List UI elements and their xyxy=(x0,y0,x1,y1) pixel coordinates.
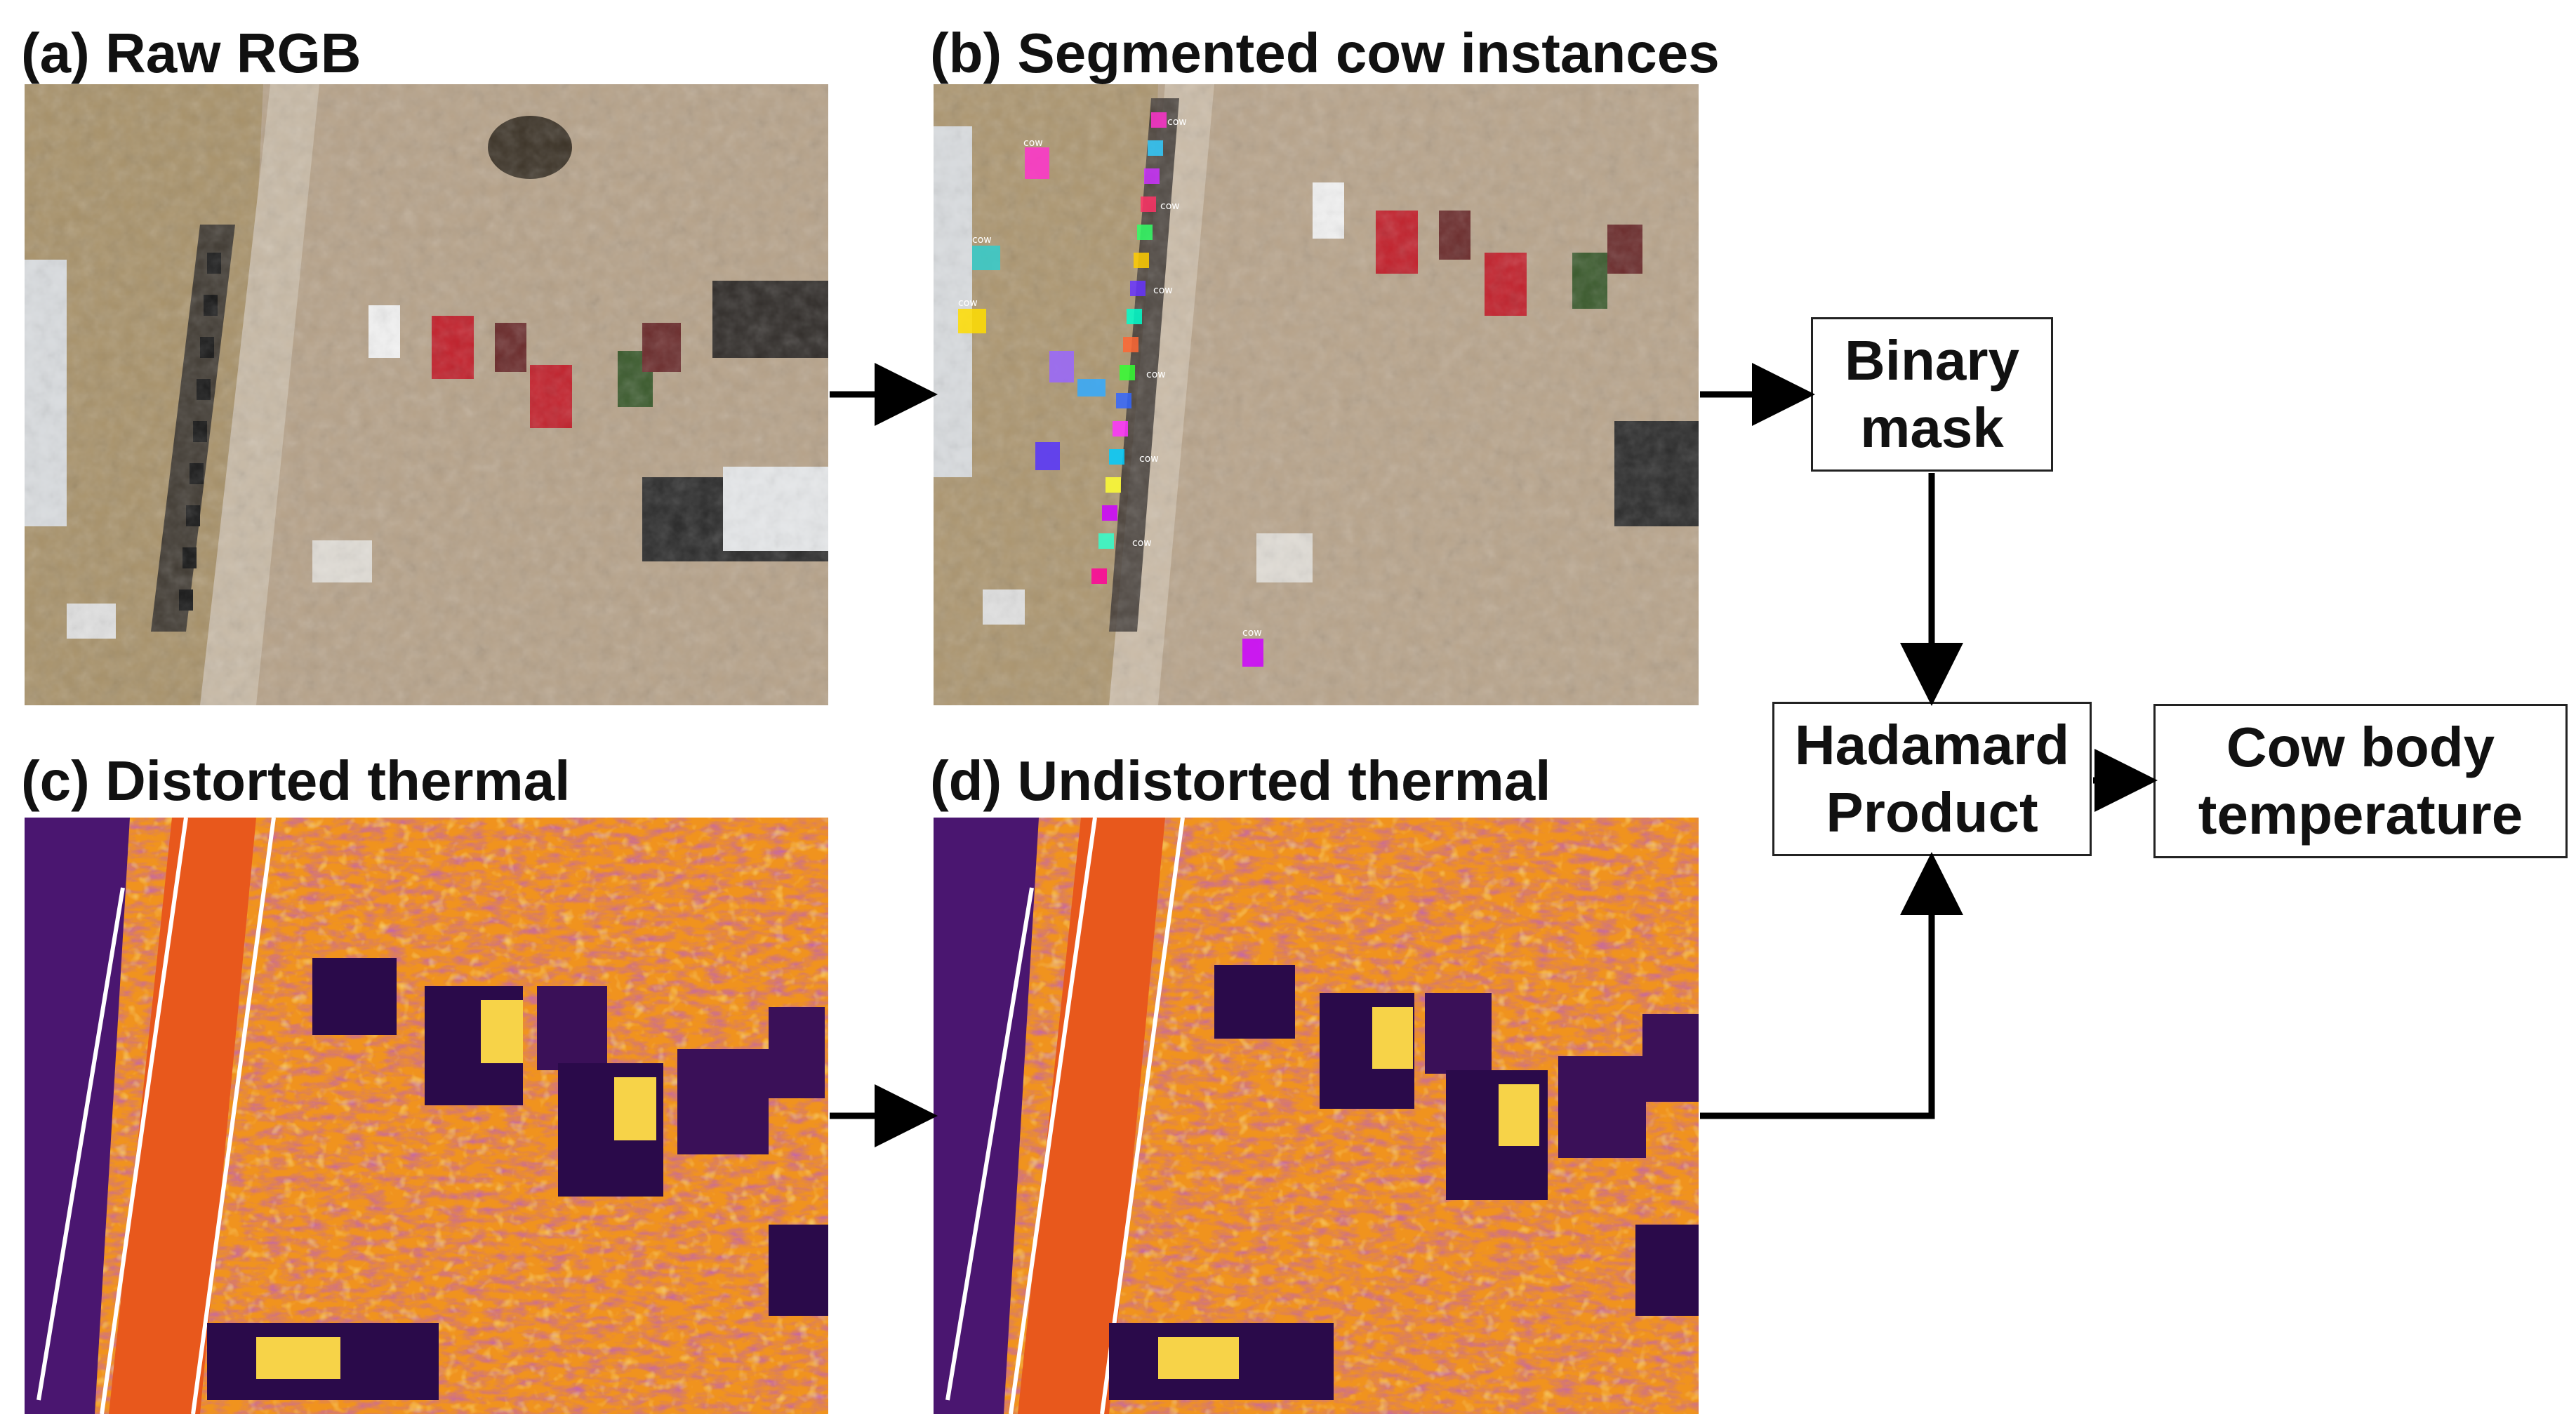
instance-tag-9: cow xyxy=(958,298,978,309)
instance-tag-3: cow xyxy=(1160,201,1180,212)
hadamard-line2: Product xyxy=(1826,781,2038,844)
arrow-d-to-hadamard xyxy=(1700,852,1963,1119)
hadamard-line1: Hadamard xyxy=(1794,714,2070,776)
cow-instance-masks xyxy=(958,112,1263,667)
instance-tag-1: cow xyxy=(1023,138,1043,149)
binary-mask-line2: mask xyxy=(1860,397,2004,459)
cow-temp-line2: temperature xyxy=(2198,783,2523,846)
instance-tag-2: cow xyxy=(1167,116,1187,128)
instance-tag-8: cow xyxy=(972,234,992,246)
instance-tag-5: cow xyxy=(1146,369,1166,380)
undistorted-thermal-image xyxy=(934,818,1699,1414)
binary-mask-line1: Binary xyxy=(1845,329,2019,392)
instance-tag-7: cow xyxy=(1132,538,1152,549)
instance-tag-4: cow xyxy=(1153,285,1173,296)
panel-b-label: (b) Segmented cow instances xyxy=(930,22,1720,84)
distorted-thermal-image xyxy=(25,818,828,1414)
instance-tag-10: cow xyxy=(1242,627,1262,639)
cow-temp-line1: Cow body xyxy=(2226,716,2495,778)
panel-c-label: (c) Distorted thermal xyxy=(21,749,571,812)
panel-d-label: (d) Undistorted thermal xyxy=(930,749,1551,812)
raw-rgb-image xyxy=(25,84,828,705)
instance-tag-6: cow xyxy=(1139,453,1159,465)
segmented-cow-image: cow cow cow cow cow cow cow cow cow cow xyxy=(934,84,1699,705)
panel-a-label: (a) Raw RGB xyxy=(21,22,361,84)
